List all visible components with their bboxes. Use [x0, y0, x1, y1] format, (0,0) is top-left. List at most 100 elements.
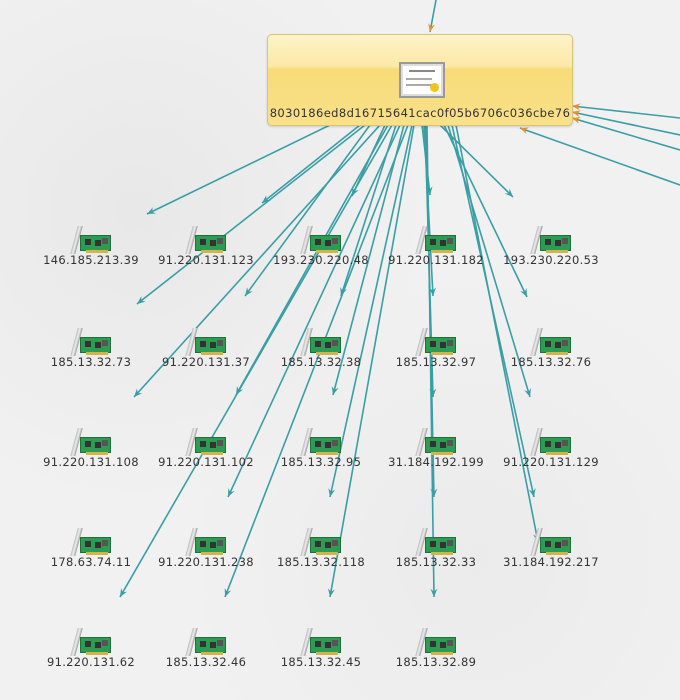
ip-node[interactable]: 146.185.213.39: [36, 226, 146, 286]
ip-node[interactable]: 91.220.131.37: [151, 328, 261, 388]
ip-node[interactable]: 185.13.32.89: [381, 628, 491, 688]
network-card-icon: [530, 428, 572, 458]
ip-node[interactable]: 31.184.192.217: [496, 528, 606, 588]
ip-node-label: 31.184.192.217: [503, 555, 599, 569]
ip-node-label: 185.13.32.118: [276, 555, 366, 569]
arrowhead-icon: [352, 187, 359, 196]
outgoing-edge: [329, 124, 413, 498]
ip-node[interactable]: 91.220.131.62: [36, 628, 146, 688]
outgoing-edge: [235, 124, 389, 396]
network-card-icon: [70, 328, 112, 358]
certificate-node[interactable]: 8030186ed8d16715641cac0f05b6706c036cbe76: [267, 34, 573, 126]
ip-node[interactable]: 185.13.32.76: [496, 328, 606, 388]
outgoing-edge: [244, 124, 371, 297]
ip-node-label: 193.230.220.48: [273, 253, 369, 267]
ip-node[interactable]: 91.220.131.129: [496, 428, 606, 488]
ip-node-label: 91.220.131.123: [158, 253, 254, 267]
certificate-icon: [399, 62, 445, 98]
ip-node-label: 185.13.32.46: [165, 655, 247, 669]
arrowhead-icon: [572, 116, 581, 124]
ip-node-label: 185.13.32.33: [395, 555, 477, 569]
network-card-icon: [185, 428, 227, 458]
network-card-icon: [185, 528, 227, 558]
arrowhead-icon: [328, 588, 335, 597]
network-card-icon: [185, 628, 227, 658]
arrowhead-icon: [245, 287, 253, 296]
ip-node[interactable]: 91.220.131.108: [36, 428, 146, 488]
arrowhead-icon: [331, 386, 339, 395]
incoming-edge: [571, 105, 680, 119]
arrowhead-icon: [429, 287, 437, 296]
ip-node[interactable]: 185.13.32.46: [151, 628, 261, 688]
outgoing-edge: [227, 124, 401, 498]
network-card-icon: [300, 328, 342, 358]
arrowhead-icon: [328, 488, 336, 497]
network-card-icon: [70, 528, 112, 558]
network-card-icon: [70, 428, 112, 458]
arrowhead-icon: [430, 588, 438, 597]
ip-node-label: 146.185.213.39: [43, 253, 139, 267]
ip-node[interactable]: 91.220.131.102: [151, 428, 261, 488]
ip-node[interactable]: 91.220.131.123: [151, 226, 261, 286]
ip-node-label: 178.63.74.11: [50, 555, 132, 569]
network-card-icon: [415, 226, 457, 256]
arrowhead-icon: [137, 296, 146, 304]
ip-node-label: 185.13.32.76: [510, 355, 592, 369]
arrowhead-icon: [428, 23, 435, 32]
ip-node[interactable]: 178.63.74.11: [36, 528, 146, 588]
arrowhead-icon: [520, 127, 529, 135]
ip-node-label: 91.220.131.102: [158, 455, 254, 469]
network-card-icon: [415, 628, 457, 658]
ip-node[interactable]: 185.13.32.95: [266, 428, 376, 488]
outgoing-edge: [261, 124, 361, 204]
network-card-icon: [415, 528, 457, 558]
network-card-icon: [530, 226, 572, 256]
ip-node-label: 91.220.131.108: [43, 455, 139, 469]
ip-node-label: 185.13.32.97: [395, 355, 477, 369]
ip-node[interactable]: 31.184.192.199: [381, 428, 491, 488]
ip-node[interactable]: 185.13.32.118: [266, 528, 376, 588]
ip-node-label: 185.13.32.45: [280, 655, 362, 669]
ip-node[interactable]: 185.13.32.33: [381, 528, 491, 588]
arrowhead-icon: [572, 110, 581, 118]
ip-node-label: 193.230.220.53: [503, 253, 599, 267]
ip-node-label: 185.13.32.38: [280, 355, 362, 369]
arrowhead-icon: [504, 188, 513, 197]
outgoing-edge: [136, 124, 366, 305]
arrowhead-icon: [134, 388, 143, 397]
incoming-edge: [519, 127, 680, 186]
incoming-edge: [429, 0, 437, 33]
ip-node[interactable]: 193.230.220.48: [266, 226, 376, 286]
network-card-icon: [300, 528, 342, 558]
ip-node[interactable]: 91.220.131.238: [151, 528, 261, 588]
network-card-icon: [530, 328, 572, 358]
ip-node-label: 91.220.131.37: [161, 355, 251, 369]
arrowhead-icon: [528, 488, 536, 497]
ip-node-label: 185.13.32.95: [280, 455, 362, 469]
arrowhead-icon: [520, 288, 527, 297]
ip-node[interactable]: 185.13.32.73: [36, 328, 146, 388]
network-card-icon: [415, 428, 457, 458]
ip-node-label: 185.13.32.73: [50, 355, 132, 369]
ip-node-label: 91.220.131.129: [503, 455, 599, 469]
ip-node[interactable]: 185.13.32.97: [381, 328, 491, 388]
outgoing-edge: [119, 124, 393, 598]
arrowhead-icon: [572, 103, 581, 111]
ip-node[interactable]: 185.13.32.45: [266, 628, 376, 688]
outgoing-edge: [146, 124, 331, 215]
network-card-icon: [300, 226, 342, 256]
ip-node[interactable]: 185.13.32.38: [266, 328, 376, 388]
network-card-icon: [185, 328, 227, 358]
ip-node-label: 185.13.32.89: [395, 655, 477, 669]
ip-node[interactable]: 193.230.220.53: [496, 226, 606, 286]
arrowhead-icon: [120, 588, 128, 597]
outgoing-edge: [224, 124, 409, 598]
ip-node-label: 91.220.131.62: [46, 655, 136, 669]
outgoing-edge: [329, 124, 415, 598]
incoming-edge: [571, 111, 680, 136]
arrowhead-icon: [147, 207, 156, 214]
ip-node[interactable]: 91.220.131.182: [381, 226, 491, 286]
network-card-icon: [530, 528, 572, 558]
certificate-node-label: 8030186ed8d16715641cac0f05b6706c036cbe76: [269, 106, 571, 120]
